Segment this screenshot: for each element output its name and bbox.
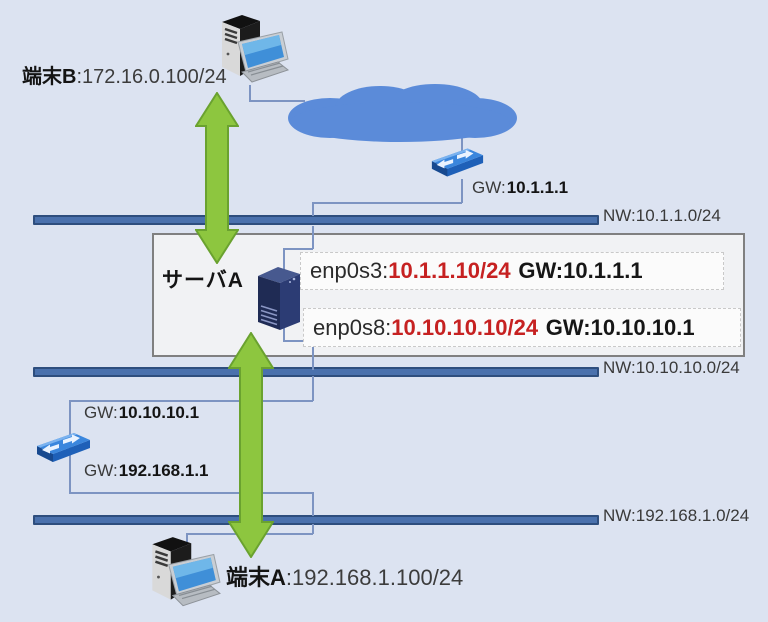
server-tower-icon bbox=[254, 264, 304, 337]
network-bar-10-1-1-0 bbox=[33, 215, 599, 225]
terminal-b-label: 端末B:172.16.0.100/24 bbox=[22, 60, 227, 89]
network-label-1: NW:10.1.1.0/24 bbox=[603, 206, 721, 225]
network-bar-10-10-10-0 bbox=[33, 367, 599, 377]
gateway-ip: 192.168.1.1 bbox=[118, 461, 209, 480]
flow-arrow-upper bbox=[194, 91, 240, 269]
network-label-2: NW:10.10.10.0/24 bbox=[603, 358, 740, 377]
gateway-label-internet: GW:10.1.1.1 bbox=[472, 178, 568, 198]
interface-row-enp0s3: enp0s3:10.1.1.10/24 GW:10.1.1.1 bbox=[300, 252, 724, 290]
network-label-3: NW:192.168.1.0/24 bbox=[603, 506, 750, 525]
internet-switch-icon bbox=[428, 144, 486, 187]
terminal-a-address: :192.168.1.100/24 bbox=[285, 565, 464, 590]
terminal-a-computer-icon bbox=[138, 534, 224, 621]
connector-line bbox=[461, 179, 463, 203]
terminal-b-address: :172.16.0.100/24 bbox=[76, 66, 227, 88]
connector-line bbox=[312, 202, 314, 216]
connector-line bbox=[461, 133, 463, 151]
gateway-label-lower: GW:192.168.1.1 bbox=[84, 461, 209, 481]
interface-name: enp0s3: bbox=[310, 258, 389, 283]
terminal-b-computer-icon bbox=[208, 12, 292, 97]
connector-line bbox=[69, 492, 313, 494]
connector-line bbox=[283, 248, 313, 250]
flow-arrow-lower bbox=[227, 331, 275, 563]
connector-line bbox=[249, 100, 305, 102]
terminal-a-label: 端末A:192.168.1.100/24 bbox=[226, 560, 463, 592]
gateway-prefix: GW: bbox=[472, 178, 506, 197]
gateway-ip: 10.1.1.1 bbox=[506, 178, 569, 197]
gateway-prefix: GW: bbox=[84, 403, 118, 422]
interface-gateway: GW:10.1.1.1 bbox=[518, 258, 643, 283]
lan-switch-icon bbox=[33, 429, 93, 472]
terminal-a-name: 端末A bbox=[226, 565, 286, 590]
network-bar-192-168-1-0 bbox=[33, 515, 599, 525]
terminal-b-name: 端末B bbox=[22, 66, 77, 88]
gateway-label-upper: GW:10.10.10.1 bbox=[84, 403, 199, 423]
gateway-prefix: GW: bbox=[84, 461, 118, 480]
connector-line bbox=[312, 226, 314, 249]
interface-gateway: GW:10.10.10.1 bbox=[545, 314, 695, 340]
connector-line bbox=[186, 533, 188, 542]
server-a-name: サーバA bbox=[162, 269, 244, 292]
connector-line bbox=[312, 340, 314, 370]
connector-line bbox=[312, 202, 462, 204]
interface-name: enp0s8: bbox=[313, 314, 392, 340]
connector-line bbox=[312, 376, 314, 401]
gateway-ip: 10.10.10.1 bbox=[118, 403, 200, 422]
interface-ip: 10.1.1.10/24 bbox=[388, 258, 511, 283]
connector-line bbox=[312, 492, 314, 516]
connector-line bbox=[249, 85, 251, 101]
connector-line bbox=[69, 400, 313, 402]
internet-cloud-icon bbox=[285, 80, 520, 149]
interface-ip: 10.10.10.10/24 bbox=[391, 314, 539, 340]
connector-line bbox=[283, 340, 313, 342]
connector-line bbox=[312, 524, 314, 534]
